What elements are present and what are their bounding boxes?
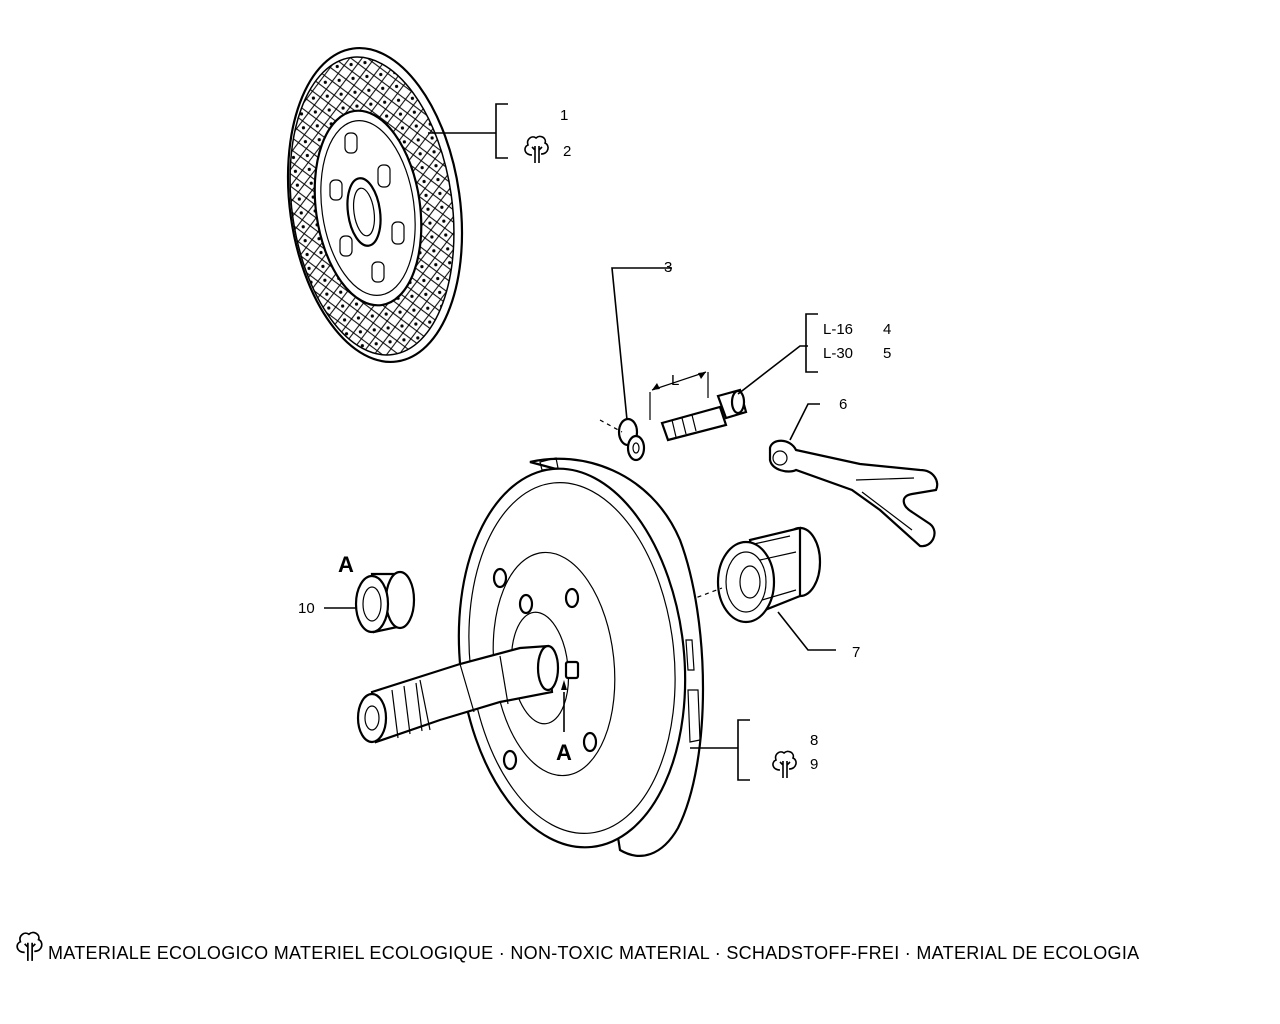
pilot-bushing [354,570,416,634]
legend-text: MATERIALE ECOLOGICO MATERIEL ECOLOGIQUE … [48,943,1140,963]
release-fork [768,439,939,548]
legend: MATERIALE ECOLOGICO MATERIEL ECOLOGIQUE … [14,922,1139,966]
tree-icon [16,931,43,962]
tree-icon [772,750,797,779]
section-label-bottom: A [556,740,572,765]
callout-8: 8 [810,732,818,749]
callout-10: 10 [298,600,315,617]
callout-4: 4 [883,321,891,338]
clutch-disc [286,46,464,364]
callout-3: 3 [664,259,672,276]
length-dim: L [671,372,679,389]
release-bearing [716,526,822,624]
tree-icon [524,135,549,164]
bolt: L [649,371,748,442]
input-shaft [356,644,560,744]
callout-5: 5 [883,345,891,362]
section-label-top: A [338,552,354,577]
length-l16: L-16 [823,321,853,338]
callout-1: 1 [560,107,568,124]
length-l30: L-30 [823,345,853,362]
callout-2: 2 [563,143,571,160]
callout-6: 6 [839,396,847,413]
callout-9: 9 [810,756,818,773]
callout-7: 7 [852,644,860,661]
washer [617,417,646,462]
